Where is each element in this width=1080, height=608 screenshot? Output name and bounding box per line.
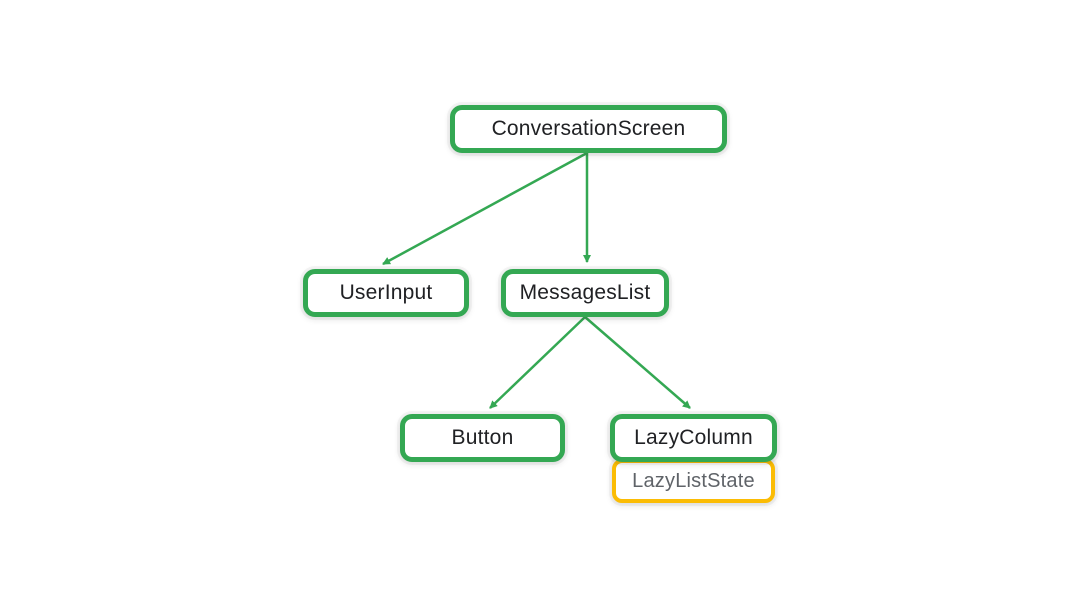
node-lazyliststate-label: LazyListState <box>632 469 755 492</box>
node-userinput: UserInput <box>303 269 469 317</box>
edge-conversationscreen-userinput <box>382 151 588 266</box>
node-lazycolumn-label: LazyColumn <box>634 426 753 449</box>
node-messageslist-label: MessagesList <box>519 281 651 304</box>
node-messageslist: MessagesList <box>501 269 669 317</box>
edge-messageslist-lazycolumn <box>584 316 691 409</box>
node-lazycolumn: LazyColumn <box>610 414 777 462</box>
node-userinput-label: UserInput <box>339 281 433 304</box>
node-conversationscreen-label: ConversationScreen <box>491 117 686 140</box>
node-button-label: Button <box>451 426 514 449</box>
node-conversationscreen: ConversationScreen <box>450 105 727 153</box>
node-lazyliststate: LazyListState <box>612 459 775 503</box>
edge-messageslist-button <box>489 316 586 409</box>
node-button: Button <box>400 414 565 462</box>
